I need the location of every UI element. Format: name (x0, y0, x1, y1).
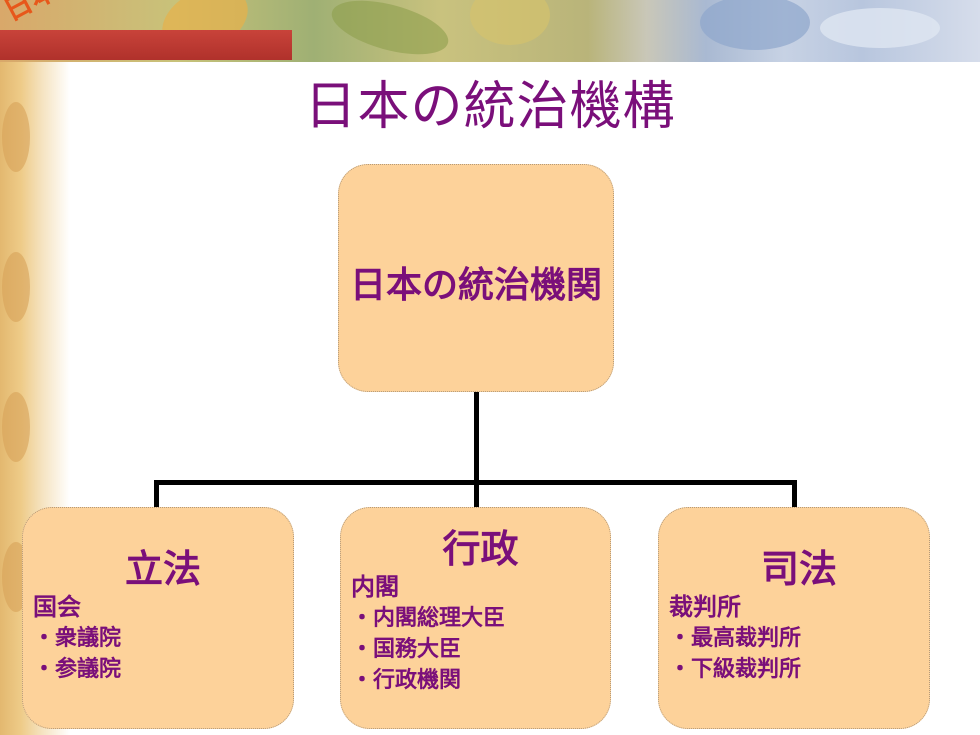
connector-right-down (792, 480, 797, 507)
branch-item: ・内閣総理大臣 (351, 605, 506, 631)
branch-item: ・最高裁判所 (669, 625, 802, 651)
root-node-label: 日本の統治機関 (349, 265, 602, 306)
branch-heading: 立法 (124, 547, 201, 591)
branch-item: ・行政機関 (351, 667, 462, 693)
header-red-bar (0, 30, 292, 60)
branch-item: ・衆議院 (33, 625, 122, 651)
connector-mid-down (474, 480, 479, 507)
connector-root-down (474, 392, 479, 484)
connector-left-down (154, 480, 159, 507)
root-node: 日本の統治機関 (338, 164, 614, 392)
branch-item: ・下級裁判所 (669, 656, 802, 682)
branch-node-judicial: 司法 裁判所 ・最高裁判所 ・下級裁判所 (658, 507, 930, 729)
branch-sub: 国会 (33, 592, 81, 621)
branch-heading: 司法 (760, 547, 837, 591)
branch-item: ・参議院 (33, 656, 122, 682)
branch-sub: 内閣 (351, 572, 399, 601)
branch-heading: 行政 (442, 527, 519, 571)
branch-sub: 裁判所 (669, 592, 741, 621)
branch-node-legislative: 立法 国会 ・衆議院 ・参議院 (22, 507, 294, 729)
slide-title: 日本の統治機構 (304, 77, 676, 137)
branch-item: ・国務大臣 (351, 636, 462, 662)
branch-node-executive: 行政 内閣 ・内閣総理大臣 ・国務大臣 ・行政機関 (340, 507, 611, 729)
